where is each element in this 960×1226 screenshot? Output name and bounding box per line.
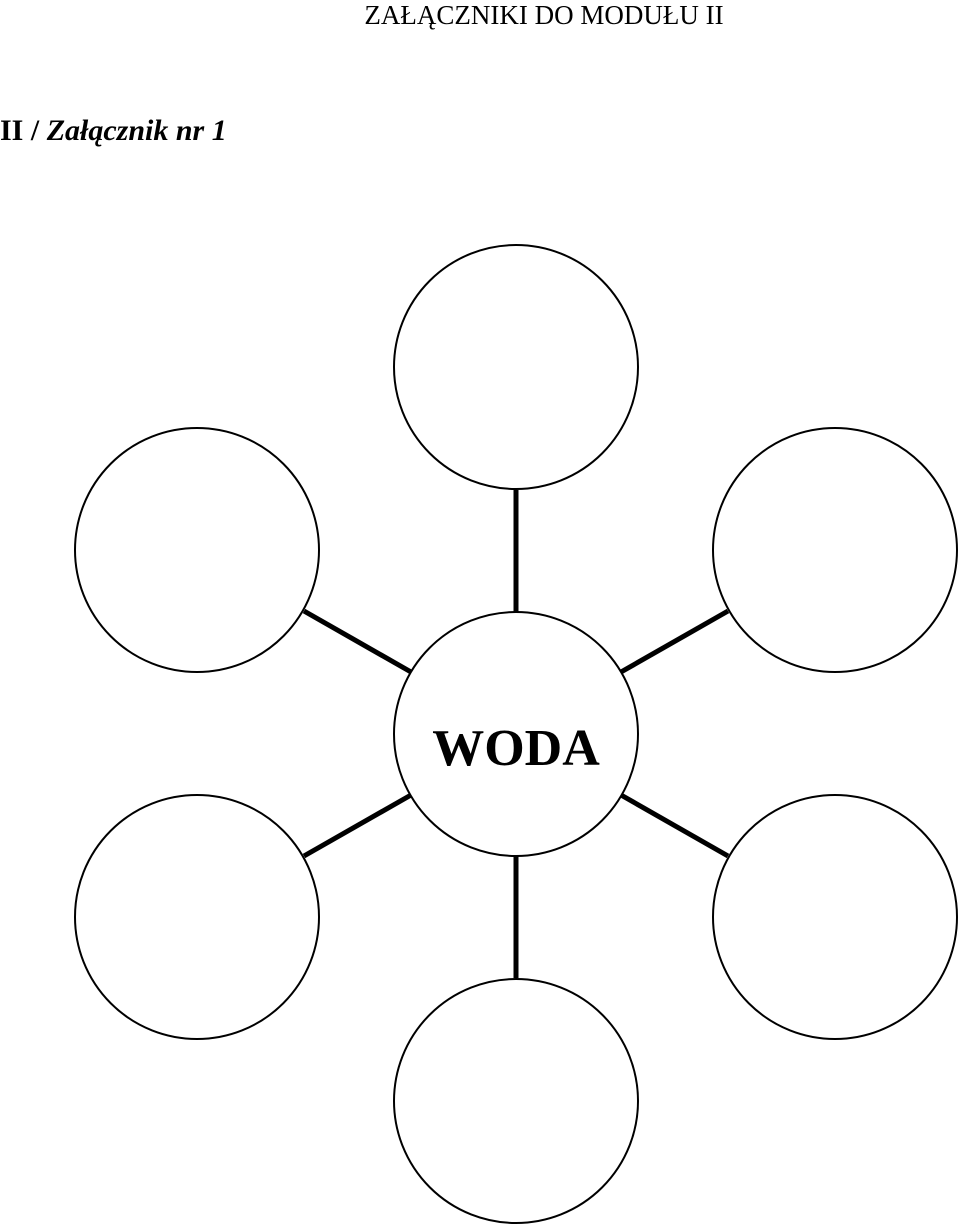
outer-node-upper-left [74, 427, 320, 673]
attachment-label: Załącznik nr 1 [46, 114, 227, 147]
document-title: ZAŁĄCZNIKI DO MODUŁU II [364, 0, 724, 30]
connector-lower-right [619, 792, 730, 859]
connector-upper-left [302, 608, 413, 675]
connector-upper-right [619, 608, 730, 675]
connector-lower-left [302, 792, 413, 859]
outer-node-lower-left [74, 794, 320, 1040]
attachment-heading: II / Załącznik nr 1 [0, 114, 227, 148]
outer-node-top [393, 244, 639, 490]
center-node-label: WODA [432, 720, 600, 777]
outer-node-bottom [393, 978, 639, 1224]
center-node [393, 611, 639, 857]
attachment-prefix: II / [0, 114, 47, 147]
outer-node-lower-right [712, 794, 958, 1040]
outer-node-upper-right [712, 427, 958, 673]
